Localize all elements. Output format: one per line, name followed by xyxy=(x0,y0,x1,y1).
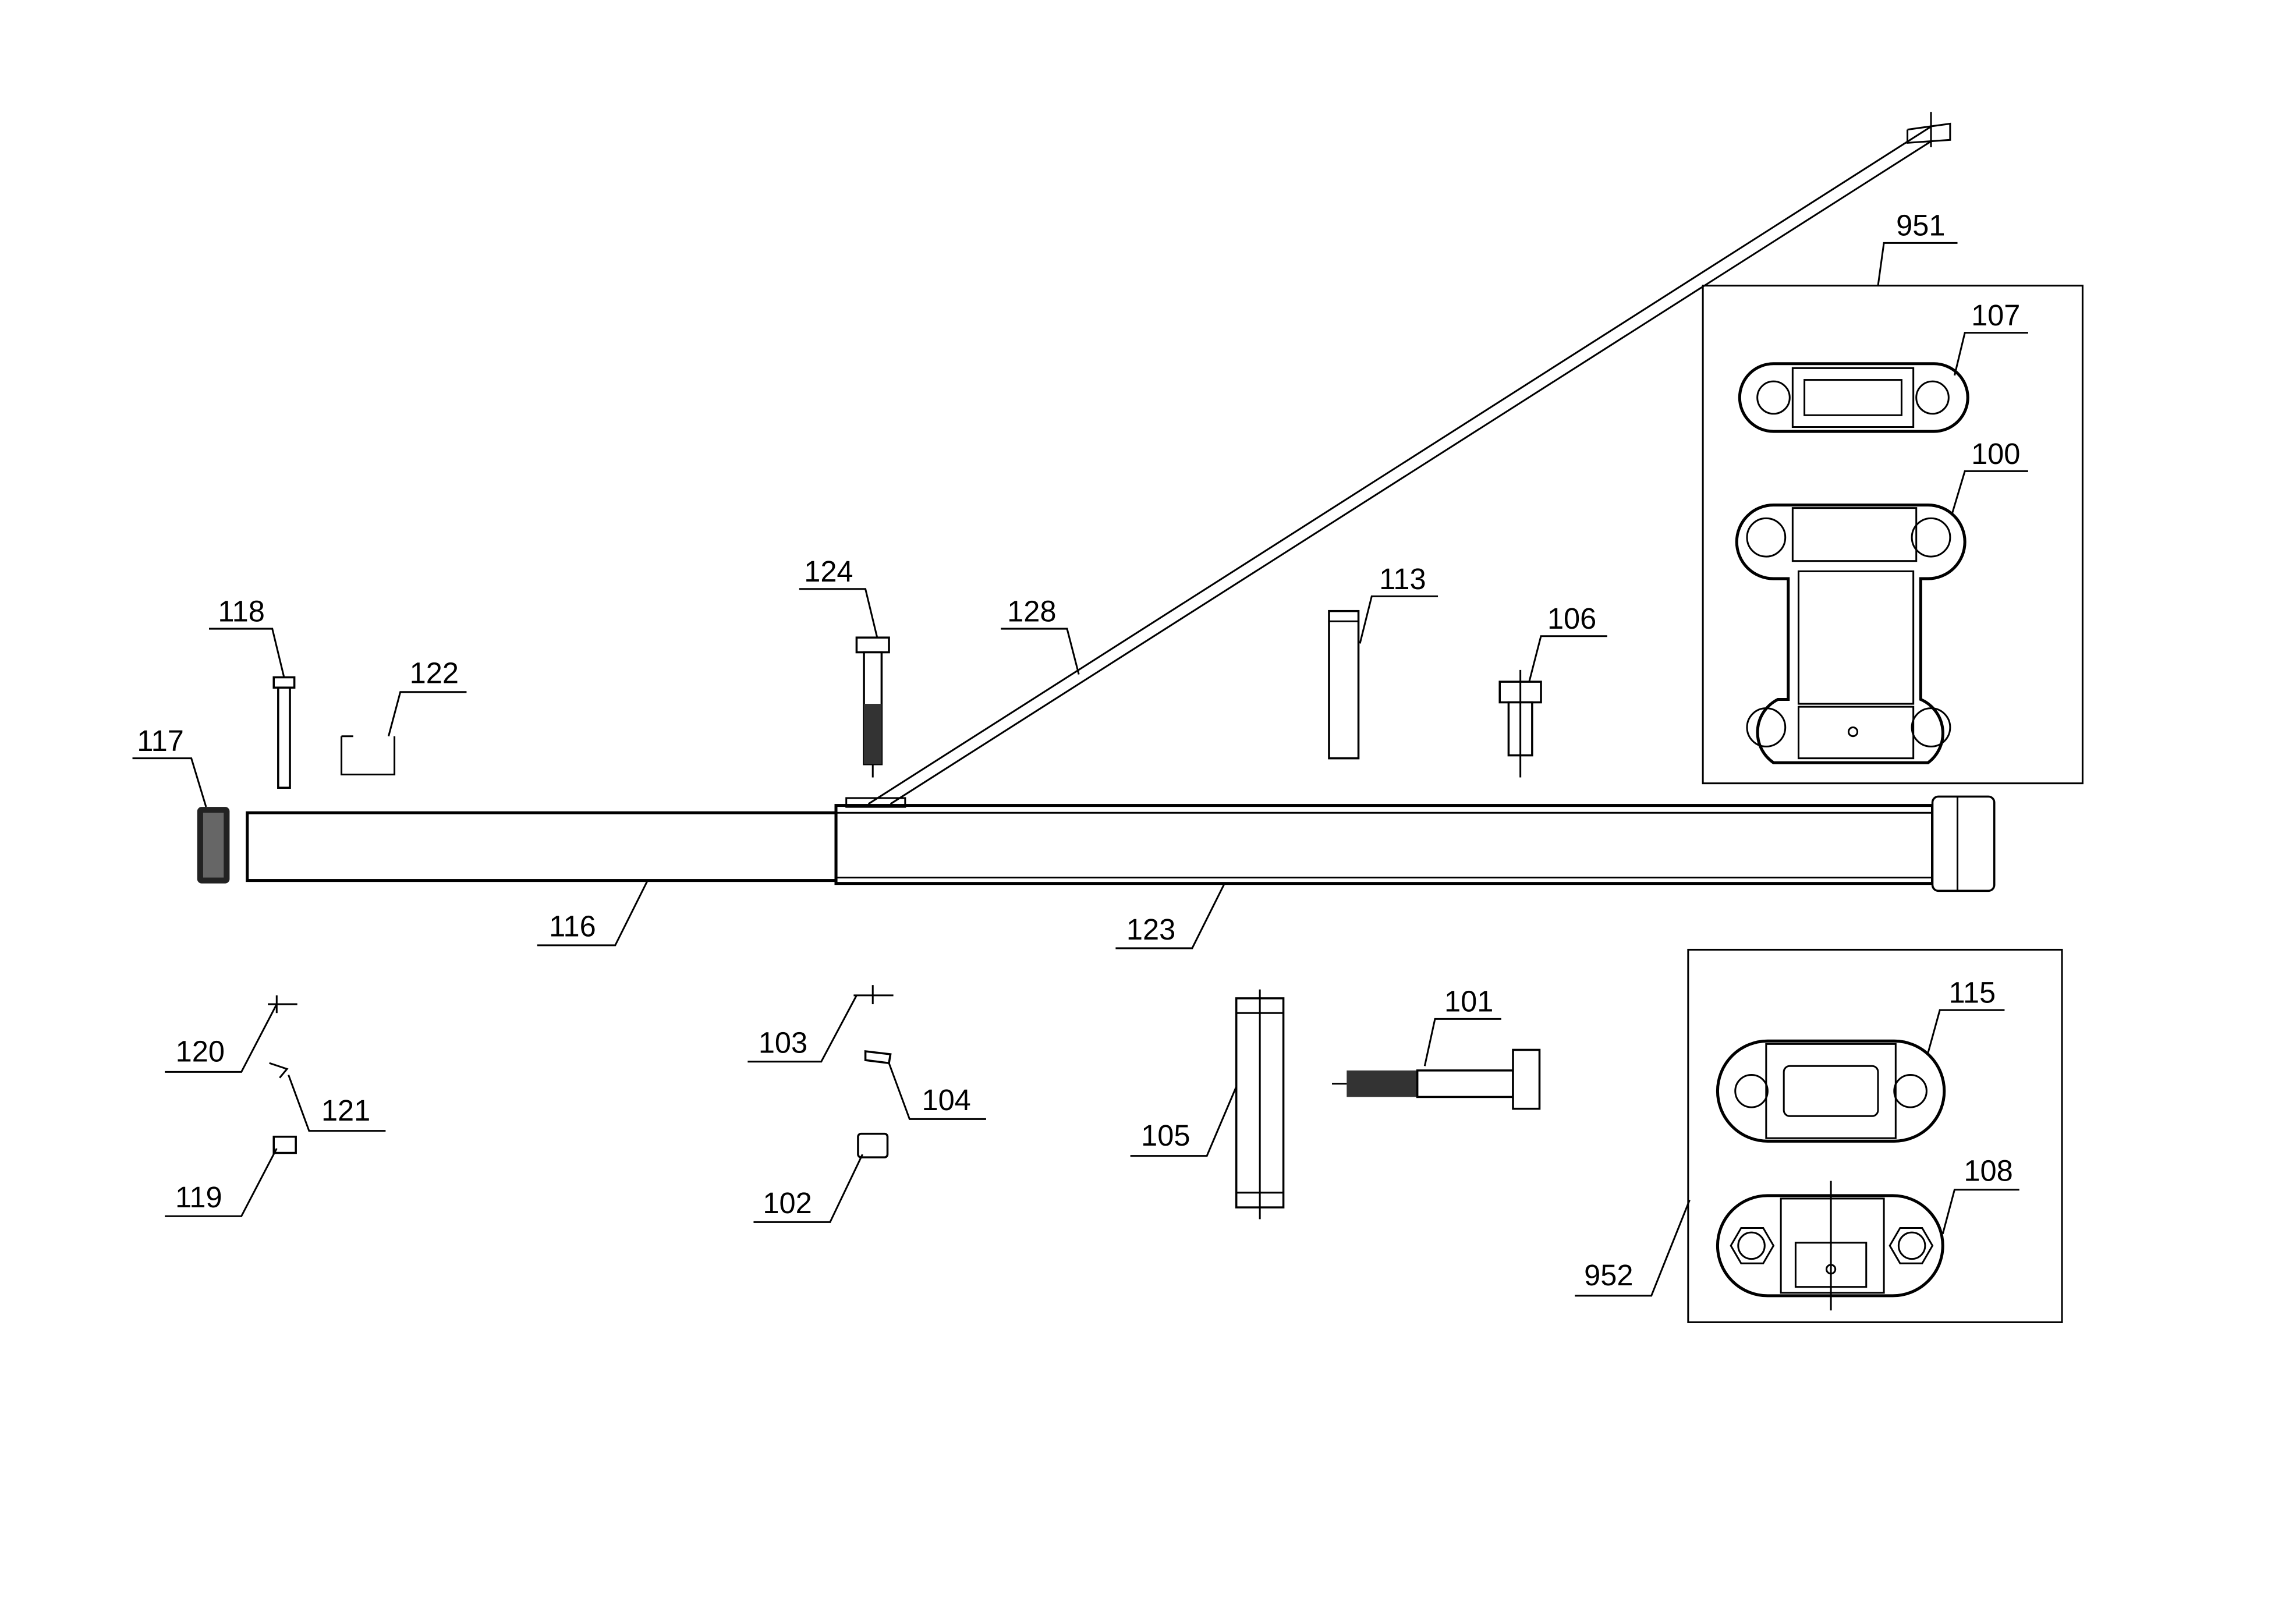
plug-117 xyxy=(197,807,230,884)
detail-box-951 xyxy=(1702,285,2084,785)
detail-box-952 xyxy=(1687,948,2063,1323)
callout-102: 102 xyxy=(753,1154,863,1223)
svg-text:104: 104 xyxy=(922,1083,970,1117)
callout-124: 124 xyxy=(799,555,878,638)
clip-122 xyxy=(341,735,396,775)
brace-128 xyxy=(845,112,1951,808)
nut-102 xyxy=(857,1132,889,1158)
svg-text:121: 121 xyxy=(321,1094,370,1127)
svg-text:128: 128 xyxy=(1007,594,1056,628)
tube-123 xyxy=(834,795,1996,892)
svg-text:952: 952 xyxy=(1584,1259,1633,1292)
callout-100: 100 xyxy=(1950,437,2028,516)
tube-116 xyxy=(246,811,838,882)
callout-120: 120 xyxy=(165,1004,278,1073)
svg-text:100: 100 xyxy=(1971,437,2020,470)
svg-text:105: 105 xyxy=(1141,1119,1190,1152)
svg-text:119: 119 xyxy=(175,1181,222,1214)
bolt-124 xyxy=(855,636,890,778)
bolt-118 xyxy=(272,676,296,789)
svg-text:123: 123 xyxy=(1126,913,1175,946)
callout-107: 107 xyxy=(1953,299,2028,376)
svg-text:103: 103 xyxy=(759,1026,807,1059)
callout-105: 105 xyxy=(1130,1086,1238,1157)
part-107 xyxy=(1738,362,1969,433)
pin-105 xyxy=(1235,989,1285,1220)
callout-113: 113 xyxy=(1359,562,1438,644)
callout-118: 118 xyxy=(209,594,285,678)
svg-text:113: 113 xyxy=(1379,562,1426,596)
callout-121: 121 xyxy=(288,1074,386,1132)
pin-103 xyxy=(853,985,894,1005)
part-115 xyxy=(1716,1039,1946,1143)
svg-text:118: 118 xyxy=(218,594,265,628)
callout-951: 951 xyxy=(1877,209,1958,286)
bolt-106 xyxy=(1498,669,1542,778)
part-108 xyxy=(1716,1181,1944,1311)
callout-101: 101 xyxy=(1423,985,1501,1066)
callout-952: 952 xyxy=(1575,1199,1691,1297)
callout-106: 106 xyxy=(1528,602,1607,682)
callout-122: 122 xyxy=(387,657,467,737)
svg-text:106: 106 xyxy=(1547,602,1596,635)
svg-text:951: 951 xyxy=(1896,209,1945,242)
part-100 xyxy=(1735,504,1967,764)
svg-text:116: 116 xyxy=(549,910,596,943)
svg-text:102: 102 xyxy=(763,1186,812,1220)
callout-117: 117 xyxy=(132,724,207,807)
callout-116: 116 xyxy=(537,880,649,947)
clip-104 xyxy=(864,1050,892,1065)
nut-119 xyxy=(272,1135,297,1154)
callout-128: 128 xyxy=(1001,594,1080,675)
callout-103: 103 xyxy=(747,995,858,1063)
svg-text:122: 122 xyxy=(410,657,459,690)
callout-119: 119 xyxy=(165,1148,278,1217)
callout-115: 115 xyxy=(1927,976,2005,1053)
svg-text:124: 124 xyxy=(804,555,853,588)
pin-120 xyxy=(268,995,297,1013)
clip-121 xyxy=(269,1062,289,1079)
bolt-101 xyxy=(1332,1048,1541,1110)
svg-text:101: 101 xyxy=(1444,985,1493,1018)
svg-text:108: 108 xyxy=(1964,1154,2012,1188)
callout-123: 123 xyxy=(1115,882,1225,949)
pin-113 xyxy=(1328,609,1360,760)
callout-104: 104 xyxy=(888,1062,986,1120)
svg-text:117: 117 xyxy=(137,724,184,757)
svg-text:107: 107 xyxy=(1971,299,2020,332)
callout-108: 108 xyxy=(1941,1154,2019,1235)
svg-text:115: 115 xyxy=(1948,976,1996,1009)
svg-text:120: 120 xyxy=(176,1035,225,1068)
